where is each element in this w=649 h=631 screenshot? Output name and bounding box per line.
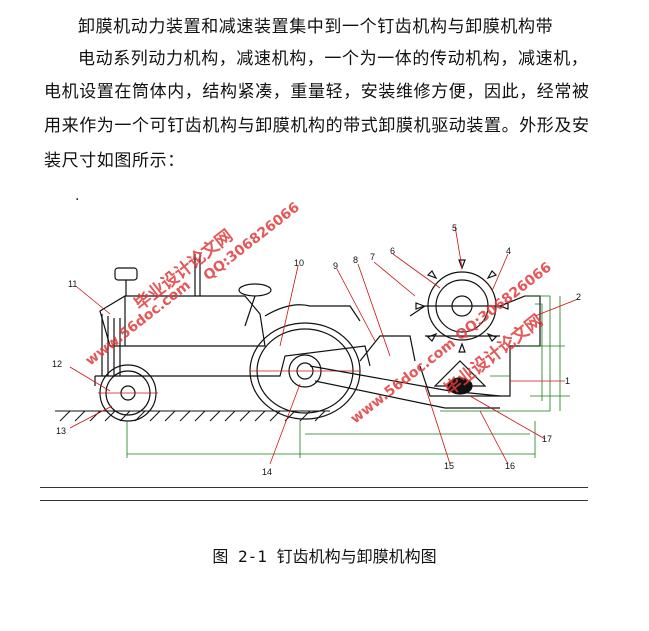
dimension-lines: [126, 295, 570, 458]
part-number-17: 17: [542, 434, 552, 444]
part-number-15: 15: [444, 461, 454, 471]
paragraph-line-3: 电机设置在筒体内，结构紧凑，重量轻，安装维修方便，因此，经常被: [44, 82, 590, 102]
part-number-16: 16: [505, 461, 515, 471]
part-number-9: 9: [333, 261, 338, 271]
rear-wheel: [249, 322, 361, 420]
part-number-1: 1: [565, 376, 570, 386]
paragraph-line-5: 装尺寸如图所示：: [44, 151, 185, 171]
watermark-url: www.56doc.com: [348, 335, 459, 427]
stray-dot: .: [75, 188, 80, 204]
part-numbers: 11 12 13 14 10 9 8 7 6 5 4 2 1 17 16 15: [52, 223, 581, 477]
paragraph-line-2: 电动系列动力机构，减速机构，一个为一体的传动机构，减速机，: [78, 49, 589, 69]
front-wheel: [98, 364, 158, 422]
part-number-7: 7: [370, 252, 375, 262]
part-number-12: 12: [52, 359, 62, 369]
part-number-4: 4: [506, 246, 511, 256]
divider-bottom: [40, 500, 588, 501]
ground-hatch: [55, 410, 330, 422]
part-number-8: 8: [353, 255, 358, 265]
mechanism-figure: 11 12 13 14 10 9 8 7 6 5 4 2 1 17 16 15 …: [52, 199, 581, 477]
figure-caption: 图 2-1 钉齿机构与卸膜机构图: [212, 547, 437, 566]
paragraph-line-1: 卸膜机动力装置和减速装置集中到一个钉齿机构与卸膜机构带: [78, 17, 554, 37]
part-number-11: 11: [68, 279, 77, 289]
part-number-10: 10: [294, 258, 304, 268]
part-number-6: 6: [390, 246, 395, 256]
part-number-2: 2: [576, 292, 581, 302]
part-number-5: 5: [452, 223, 457, 233]
paragraph-line-4: 用来作为一个可钉齿机构与卸膜机构的带式卸膜机驱动装置。外形及安: [44, 116, 590, 136]
watermark-text: 毕业设计论文网: [440, 310, 547, 400]
part-number-14: 14: [262, 467, 272, 477]
leader-lines: [69, 225, 579, 465]
watermark-url: www.56doc.com: [83, 277, 194, 369]
part-number-13: 13: [56, 426, 66, 436]
divider-top: [40, 487, 588, 488]
